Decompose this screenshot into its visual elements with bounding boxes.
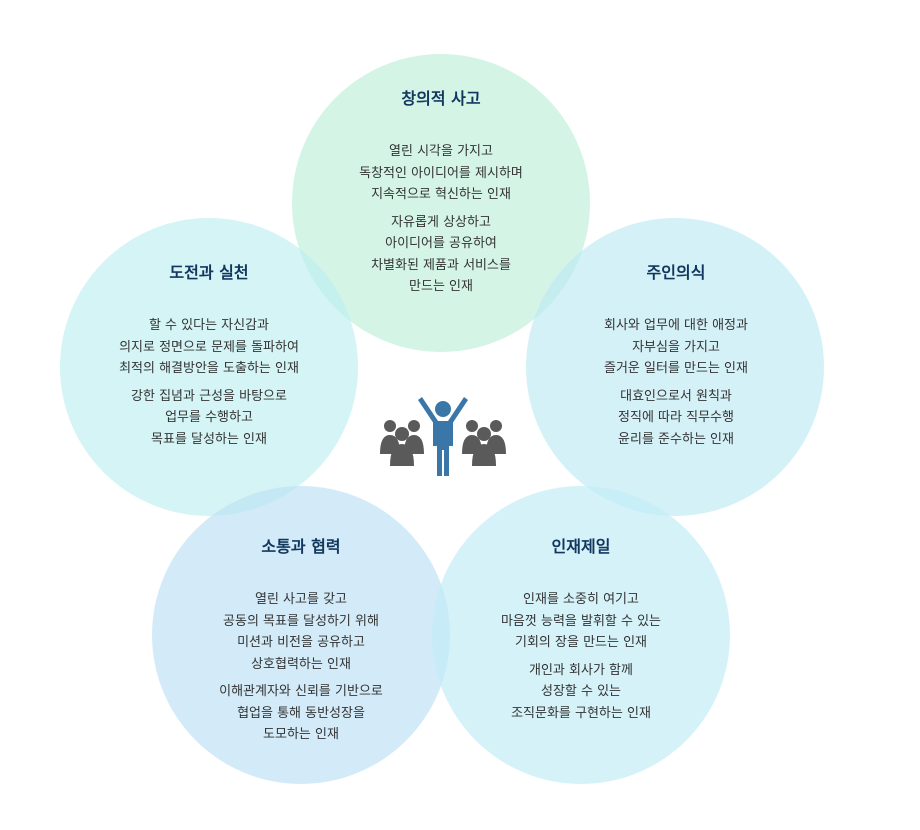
value-line: 인재를 소중히 여기고 xyxy=(523,592,639,607)
value-line: 개인과 회사가 함께 xyxy=(529,662,633,678)
value-line: 강한 집념과 근성을 바탕으로 xyxy=(131,388,287,404)
team-leader-icon xyxy=(380,397,506,476)
value-line: 목표를 달성하는 인재 xyxy=(151,431,267,447)
value-line: 만드는 인재 xyxy=(409,279,473,294)
value-paragraph: 할 수 있다는 자신감과 의지로 정면으로 문제를 돌파하여 최적의 해결방안을… xyxy=(59,315,359,380)
value-title: 주인의식 xyxy=(646,263,706,282)
circle-communication-cooperation xyxy=(152,486,450,784)
value-paragraph: 인재를 소중히 여기고 마음껏 능력을 발휘할 수 있는 기회의 장을 만드는 … xyxy=(431,589,731,654)
value-line: 정직에 따라 직무수행 xyxy=(618,410,734,425)
value-line: 대효인으로서 원칙과 xyxy=(620,388,732,404)
circle-ownership xyxy=(526,218,824,516)
value-paragraph: 열린 사고를 갖고 공동의 목표를 달성하기 위해 미션과 비전을 공유하고 상… xyxy=(151,589,451,675)
leader-icon xyxy=(418,397,468,476)
value-block-challenge-practice: 도전과 실천 할 수 있다는 자신감과 의지로 정면으로 문제를 돌파하여 최적… xyxy=(59,263,359,450)
value-line: 열린 사고를 갖고 xyxy=(255,592,347,607)
value-line: 협업을 통해 동반성장을 xyxy=(237,705,365,721)
value-line: 할 수 있다는 자신감과 xyxy=(148,318,270,333)
value-line: 지속적으로 혁신하는 인재 xyxy=(371,187,511,202)
value-block-creative-thinking: 창의적 사고 열린 시각을 가지고 독창적인 아이디어를 제시하며 지속적으로 … xyxy=(291,89,591,298)
value-title: 소통과 협력 xyxy=(261,537,341,556)
value-line: 윤리를 준수하는 인재 xyxy=(618,431,734,447)
value-line: 회사와 업무에 대한 애정과 xyxy=(604,318,748,333)
value-paragraph: 강한 집념과 근성을 바탕으로 업무를 수행하고 목표를 달성하는 인재 xyxy=(59,386,359,451)
value-title: 인재제일 xyxy=(551,537,611,556)
value-line: 의지로 정면으로 문제를 돌파하여 xyxy=(119,339,299,355)
value-line: 차별화된 제품과 서비스를 xyxy=(371,257,511,273)
value-line: 상호협력하는 인재 xyxy=(251,656,351,672)
value-title: 창의적 사고 xyxy=(401,89,481,108)
value-block-talent-first: 인재제일 인재를 소중히 여기고 마음껏 능력을 발휘할 수 있는 기회의 장을… xyxy=(431,537,731,724)
value-paragraph: 대효인으로서 원칙과 정직에 따라 직무수행 윤리를 준수하는 인재 xyxy=(526,386,826,451)
value-title: 도전과 실천 xyxy=(169,263,249,282)
value-line: 아이디어를 공유하여 xyxy=(385,236,497,251)
value-block-ownership: 주인의식 회사와 업무에 대한 애정과 자부심을 가지고 즐거운 일터를 만드는… xyxy=(526,263,826,450)
value-line: 마음껏 능력을 발휘할 수 있는 xyxy=(500,613,662,629)
value-block-communication-cooperation: 소통과 협력 열린 사고를 갖고 공동의 목표를 달성하기 위해 미션과 비전을… xyxy=(151,537,451,746)
team-right-icon xyxy=(462,420,506,466)
value-paragraph: 이해관계자와 신뢰를 기반으로 협업을 통해 동반성장을 도모하는 인재 xyxy=(151,681,451,746)
value-line: 최적의 해결방안을 도출하는 인재 xyxy=(119,361,299,376)
value-line: 기회의 장을 만드는 인재 xyxy=(515,635,647,650)
value-line: 업무를 수행하고 xyxy=(165,410,253,425)
value-line: 이해관계자와 신뢰를 기반으로 xyxy=(219,684,383,699)
circle-talent-first xyxy=(432,486,730,784)
value-paragraph: 열린 시각을 가지고 독창적인 아이디어를 제시하며 지속적으로 혁신하는 인재 xyxy=(291,141,591,206)
value-line: 공동의 목표를 달성하기 위해 xyxy=(223,613,379,629)
value-paragraph: 개인과 회사가 함께 성장할 수 있는 조직문화를 구현하는 인재 xyxy=(431,660,731,725)
value-paragraph: 자유롭게 상상하고 아이디어를 공유하여 차별화된 제품과 서비스를 만드는 인… xyxy=(291,212,591,298)
value-paragraph: 회사와 업무에 대한 애정과 자부심을 가지고 즐거운 일터를 만드는 인재 xyxy=(526,315,826,380)
value-line: 조직문화를 구현하는 인재 xyxy=(511,705,651,721)
team-left-icon xyxy=(380,420,424,466)
value-line: 즐거운 일터를 만드는 인재 xyxy=(604,361,748,376)
circle-challenge-practice xyxy=(60,218,358,516)
value-line: 열린 시각을 가지고 xyxy=(389,144,493,159)
value-line: 도모하는 인재 xyxy=(263,727,339,742)
value-line: 자부심을 가지고 xyxy=(632,339,720,355)
value-line: 독창적인 아이디어를 제시하며 xyxy=(359,165,523,181)
value-line: 자유롭게 상상하고 xyxy=(391,214,491,230)
value-line: 성장할 수 있는 xyxy=(540,684,622,699)
value-line: 미션과 비전을 공유하고 xyxy=(237,635,365,650)
